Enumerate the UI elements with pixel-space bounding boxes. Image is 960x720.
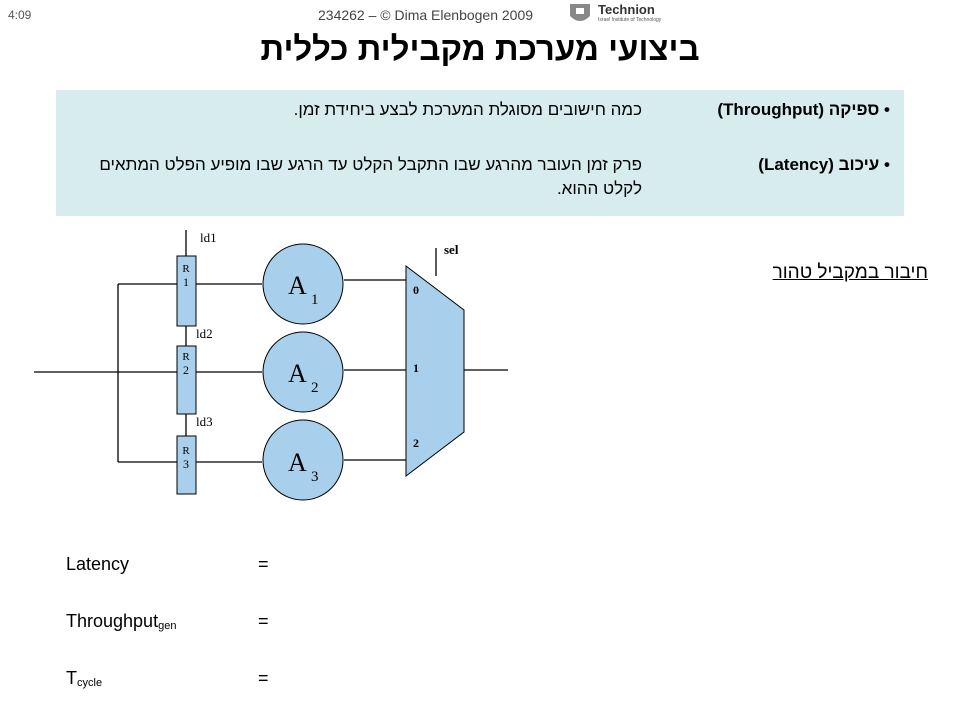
- equation-label: Throughput: [66, 611, 159, 631]
- definition-term-latency: • עיכוב (Latency): [758, 153, 890, 177]
- register-2-r: R: [182, 351, 190, 363]
- unit-a2-letter: A: [288, 359, 307, 388]
- equation-tcycle-label: Tcycle: [66, 668, 102, 689]
- register-1: [176, 255, 197, 327]
- technion-logo-icon: [570, 4, 590, 21]
- copyright-text: 234262 – © Dima Elenbogen 2009: [318, 7, 534, 23]
- equation-sub: gen: [158, 620, 177, 632]
- unit-a3-sub: 3: [311, 469, 319, 485]
- register-2: [176, 345, 197, 415]
- definition-desc-throughput: כמה חישובים מסוגלת המערכת לבצע ביחידת זמ…: [293, 100, 642, 119]
- unit-a3-letter: A: [288, 448, 307, 477]
- equation-latency-label: Latency: [66, 554, 129, 575]
- page-title: ביצועי מערכת מקבילית כללית: [260, 30, 700, 67]
- unit-a3: [262, 419, 344, 501]
- load-label-2: ld2: [196, 326, 213, 341]
- register-2-num: 2: [183, 363, 189, 377]
- register-3-num: 3: [183, 457, 189, 471]
- unit-a2-sub: 2: [311, 380, 319, 396]
- equation-latency-sign: =: [258, 554, 269, 574]
- equation-tcycle-sign: =: [258, 668, 269, 688]
- parallel-system-diagram: R 1 R 2 R 3 ld1 ld2 ld3 A 1 A 2 A 3 sel …: [34, 230, 508, 501]
- unit-a1-sub: 1: [311, 292, 319, 308]
- unit-a1: [262, 243, 344, 325]
- definitions-box: • ספיקה (Throughput) כמה חישובים מסוגלת …: [56, 90, 904, 216]
- definition-desc-latency: פרק זמן העובר מהרגע שבו התקבל הקלט עד הר…: [99, 155, 642, 198]
- register-1-num: 1: [183, 275, 189, 289]
- register-1-r: R: [182, 263, 190, 275]
- mux-sel-label: sel: [444, 242, 459, 257]
- logo-text: Technion: [598, 2, 655, 17]
- slide-number: 4:09: [8, 8, 32, 22]
- term-label: ספיקה (Throughput): [717, 100, 880, 119]
- equation-label: Latency: [66, 554, 130, 574]
- section-label-pure-parallel: חיבור במקביל טהור: [772, 262, 928, 283]
- unit-a1-letter: A: [288, 271, 307, 300]
- bullet: •: [884, 100, 890, 119]
- mux-input-0: 0: [413, 283, 419, 297]
- equation-throughput-label: Throughputgen: [66, 611, 176, 632]
- load-label-3: ld3: [196, 414, 213, 429]
- register-3-r: R: [182, 445, 190, 457]
- definition-term-throughput: • ספיקה (Throughput): [717, 98, 890, 122]
- logo-subtext: Israel Institute of Technology: [598, 17, 662, 23]
- equation-sub: cycle: [77, 677, 103, 689]
- register-3: [176, 435, 197, 495]
- mux-input-1: 1: [413, 361, 419, 375]
- bullet: •: [884, 155, 890, 174]
- equation-label: T: [66, 668, 77, 688]
- mux-input-2: 2: [413, 436, 419, 450]
- multiplexer: [405, 264, 465, 478]
- term-label: עיכוב (Latency): [758, 155, 880, 174]
- load-label-1: ld1: [200, 230, 217, 245]
- equation-throughput-sign: =: [258, 611, 269, 631]
- unit-a2: [262, 331, 344, 413]
